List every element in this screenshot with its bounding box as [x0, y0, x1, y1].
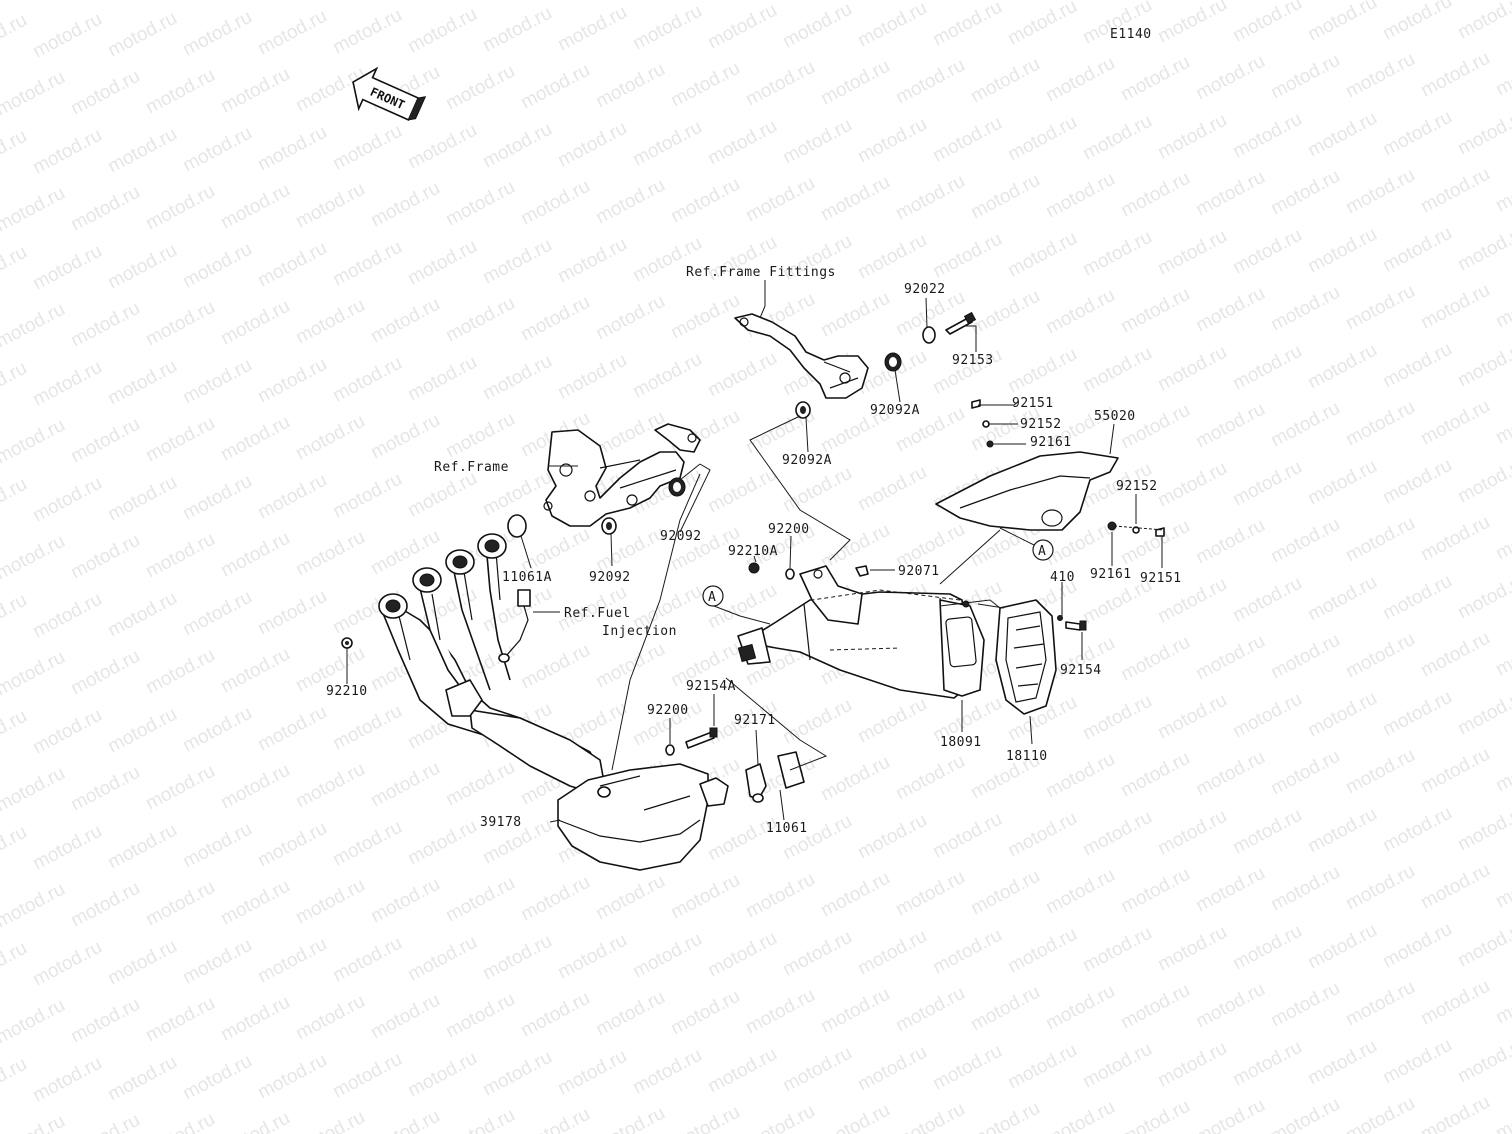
- label-92092-a: 92092: [660, 529, 702, 544]
- washer-92200-upper: [785, 568, 795, 580]
- heat-shield-55020: [935, 451, 1119, 531]
- oxygen-sensor: [498, 589, 531, 663]
- front-arrow-icon: FRONT: [352, 66, 427, 121]
- screw-410: [1057, 615, 1063, 621]
- label-18110: 18110: [1006, 749, 1048, 764]
- label-11061: 11061: [766, 821, 808, 836]
- clip-92071: [855, 565, 869, 577]
- damper-92092-b: [601, 517, 617, 535]
- clamp-92171: [745, 763, 767, 803]
- diagram-code: E1140: [1110, 27, 1152, 42]
- damper-92092A-top: [884, 352, 902, 372]
- label-410: 410: [1050, 570, 1075, 585]
- leader-lines: [346, 280, 1165, 823]
- label-55020: 55020: [1094, 409, 1136, 424]
- label-92200-lower: 92200: [647, 703, 689, 718]
- callout-a-right: A: [1032, 539, 1054, 561]
- label-92200-upper: 92200: [768, 522, 810, 537]
- label-92153: 92153: [952, 353, 994, 368]
- damper-92092A-mid: [795, 401, 811, 419]
- washer-92200-lower: [665, 744, 675, 756]
- washer-92152-right: [1132, 526, 1140, 534]
- exhaust-header: [378, 533, 605, 793]
- label-92161-right: 92161: [1090, 567, 1132, 582]
- label-92092-b: 92092: [589, 570, 631, 585]
- label-92210: 92210: [326, 684, 368, 699]
- label-11061A: 11061A: [502, 570, 552, 585]
- washer-92022: [922, 326, 936, 344]
- bolt-92154: [1065, 620, 1087, 631]
- bolt-92154A: [685, 727, 718, 749]
- svg-text:A: A: [708, 590, 716, 605]
- label-92092A-mid: 92092A: [782, 453, 832, 468]
- label-92152-top: 92152: [1020, 417, 1062, 432]
- label-92154: 92154: [1060, 663, 1102, 678]
- nut-92210: [341, 637, 353, 649]
- label-92152-right: 92152: [1116, 479, 1158, 494]
- label-92022: 92022: [904, 282, 946, 297]
- bolt-92153: [945, 311, 977, 335]
- frame-section: [543, 423, 701, 527]
- damper-92092-a: [668, 477, 686, 497]
- label-92161-top: 92161: [1030, 435, 1072, 450]
- pre-chamber-39178: [557, 763, 729, 871]
- nut-92210A: [748, 562, 760, 574]
- label-92171: 92171: [734, 713, 776, 728]
- muffler-body-18091: [737, 591, 985, 699]
- callout-a-left: A: [702, 585, 724, 607]
- label-ref-frame: Ref.Frame: [434, 460, 509, 475]
- label-92092A-top: 92092A: [870, 403, 920, 418]
- frame-fittings-bracket: [734, 313, 869, 399]
- screw-92151-right: [1155, 527, 1165, 537]
- screw-92151-top: [971, 399, 981, 409]
- label-39178: 39178: [480, 815, 522, 830]
- label-18091: 18091: [940, 735, 982, 750]
- label-92151-right: 92151: [1140, 571, 1182, 586]
- label-ref-frame-fittings: Ref.Frame Fittings: [686, 265, 836, 280]
- label-92210A: 92210A: [728, 544, 778, 559]
- gasket-11061A: [507, 514, 527, 538]
- muffler-cover-18110: [995, 599, 1057, 715]
- label-ref-fuel: Ref.Fuel: [564, 606, 631, 621]
- label-92071: 92071: [898, 564, 940, 579]
- label-92154A: 92154A: [686, 679, 736, 694]
- label-injection: Injection: [602, 624, 677, 639]
- svg-text:A: A: [1038, 544, 1046, 559]
- hanger-bracket: [799, 565, 863, 625]
- label-92151-top: 92151: [1012, 396, 1054, 411]
